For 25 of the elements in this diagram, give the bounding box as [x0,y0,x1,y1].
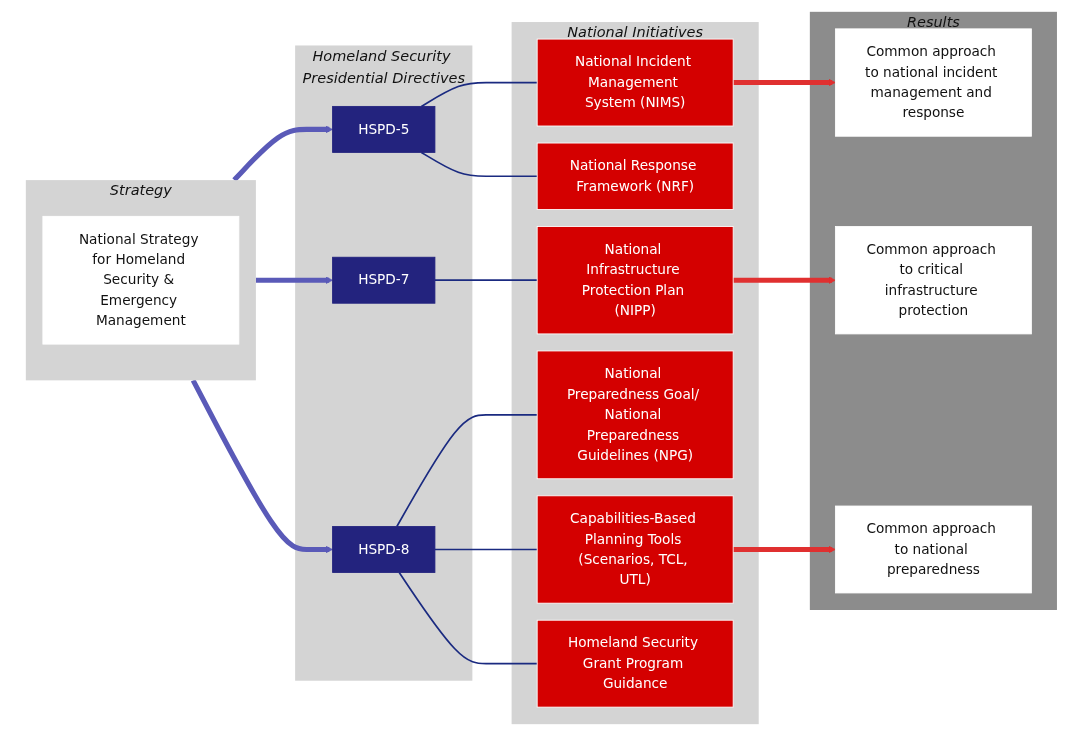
arrow [231,125,333,182]
node-box: National Response Framework (NRF) [536,142,734,210]
node-box: National Incident Management System (NIMS) [536,38,734,127]
node-box: National Strategy for Homeland Security & Emergency Management [42,215,239,345]
connector [395,414,538,528]
connector [420,81,538,108]
node-box: HSPD-5 [331,105,435,153]
node-box: HSPD-8 [331,526,435,573]
connector [420,151,538,178]
connector [397,571,538,665]
node-box: Capabilities-Based Planning Tools (Scenarios, TCL, UTL) [536,495,734,604]
connector [433,548,538,551]
arrow [190,379,333,554]
connector [433,279,538,282]
arrow [732,545,836,554]
node-box: Homeland Security Grant Program Guidance [536,619,734,708]
arrow [732,78,836,87]
arrow [255,276,333,284]
node-box: HSPD-7 [331,256,435,304]
node-box: Common approach to critical infrastructure protection [834,226,1032,335]
node-box: National Preparedness Goal/ National Preparedness Guidelines (NPG) [536,350,734,480]
node-box: National Infrastructure Protection Plan (NIPP) [536,226,734,335]
node-box: Common approach to national incident management and response [834,28,1032,137]
node-box: Common approach to national preparedness [834,505,1032,594]
arrow [732,276,836,284]
